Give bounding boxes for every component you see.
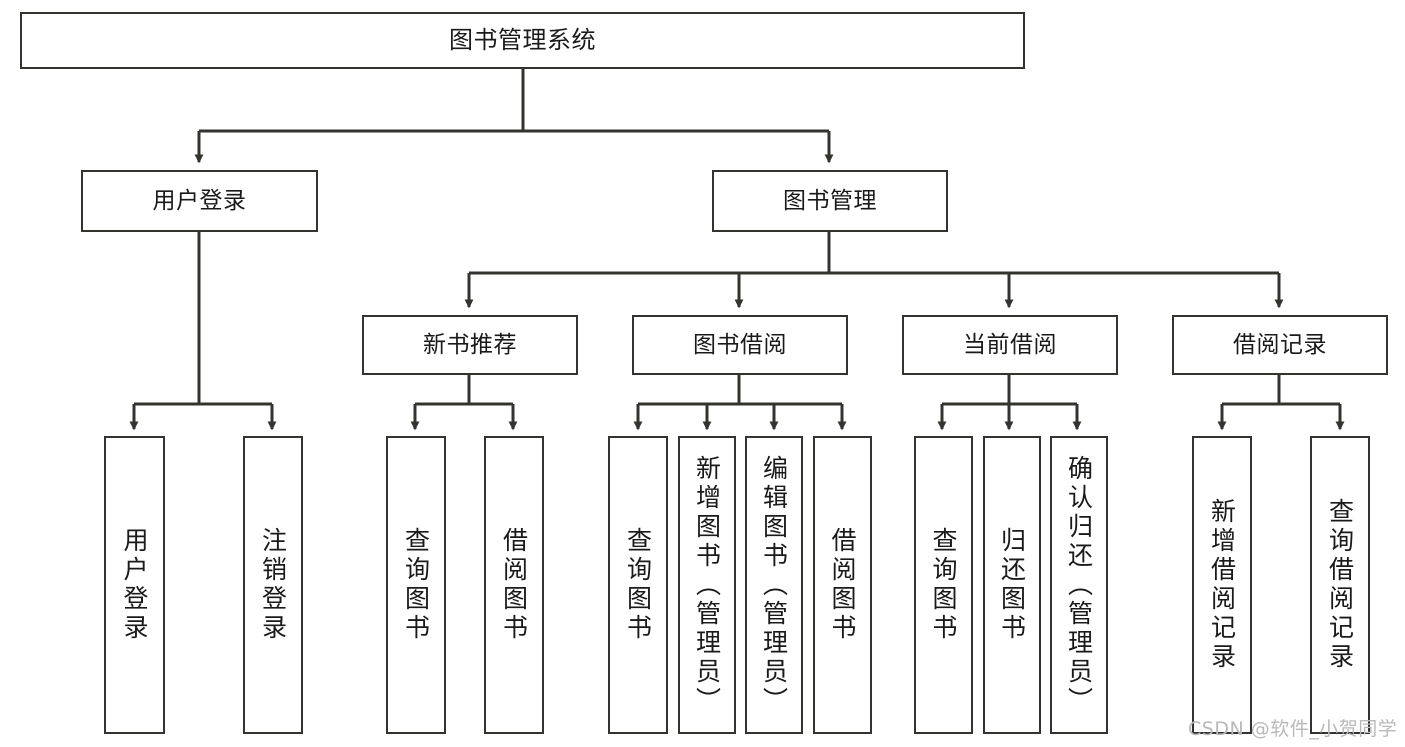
node-leaf-borrow-book-recommend[interactable]: 借阅图书 <box>484 436 544 734</box>
node-label: 图书管理 <box>783 187 877 214</box>
node-label: 查询图书 <box>401 527 431 643</box>
node-leaf-query-borrow-record[interactable]: 查询借阅记录 <box>1310 436 1370 734</box>
node-label: 借阅图书 <box>828 527 857 643</box>
node-leaf-return-book[interactable]: 归还图书 <box>983 436 1041 734</box>
node-label: 图书借阅 <box>693 331 787 358</box>
node-label: 编辑图书（管理员） <box>759 454 789 716</box>
node-label: 注销登录 <box>258 527 288 643</box>
node-leaf-user-login[interactable]: 用户登录 <box>104 436 165 734</box>
node-label: 用户登录 <box>152 187 247 214</box>
node-current-borrow[interactable]: 当前借阅 <box>902 315 1118 375</box>
node-label: 图书管理系统 <box>449 25 596 54</box>
node-root-book-management-system[interactable]: 图书管理系统 <box>20 12 1025 69</box>
node-leaf-query-book-recommend[interactable]: 查询图书 <box>386 436 446 734</box>
node-label: 查询图书 <box>623 527 653 643</box>
node-label: 借阅记录 <box>1233 331 1327 358</box>
node-label: 借阅图书 <box>499 527 529 643</box>
node-label: 用户登录 <box>120 527 149 643</box>
node-leaf-add-book-admin[interactable]: 新增图书（管理员） <box>678 436 736 734</box>
node-book-management[interactable]: 图书管理 <box>712 170 948 232</box>
node-new-book-recommend[interactable]: 新书推荐 <box>362 315 578 375</box>
node-leaf-add-borrow-record[interactable]: 新增借阅记录 <box>1192 436 1252 734</box>
node-leaf-edit-book-admin[interactable]: 编辑图书（管理员） <box>745 436 803 734</box>
node-label: 确认归还（管理员） <box>1064 454 1094 716</box>
node-leaf-logout-login[interactable]: 注销登录 <box>243 436 303 734</box>
node-leaf-borrow-book[interactable]: 借阅图书 <box>813 436 872 734</box>
node-label: 查询图书 <box>929 527 958 643</box>
node-label: 新增图书（管理员） <box>692 454 722 716</box>
node-leaf-query-book-borrow[interactable]: 查询图书 <box>608 436 668 734</box>
node-label: 查询借阅记录 <box>1325 498 1355 672</box>
node-leaf-confirm-return-admin[interactable]: 确认归还（管理员） <box>1050 436 1108 734</box>
node-label: 当前借阅 <box>963 331 1057 358</box>
node-label: 新增借阅记录 <box>1207 498 1237 672</box>
node-borrow-record[interactable]: 借阅记录 <box>1172 315 1388 375</box>
watermark-text: CSDN @软件_小贺同学 <box>1188 718 1398 740</box>
node-leaf-query-book-current[interactable]: 查询图书 <box>914 436 973 734</box>
node-label: 归还图书 <box>997 527 1027 643</box>
node-user-login[interactable]: 用户登录 <box>81 170 318 232</box>
node-label: 新书推荐 <box>423 331 517 358</box>
node-book-borrow[interactable]: 图书借阅 <box>632 315 848 375</box>
